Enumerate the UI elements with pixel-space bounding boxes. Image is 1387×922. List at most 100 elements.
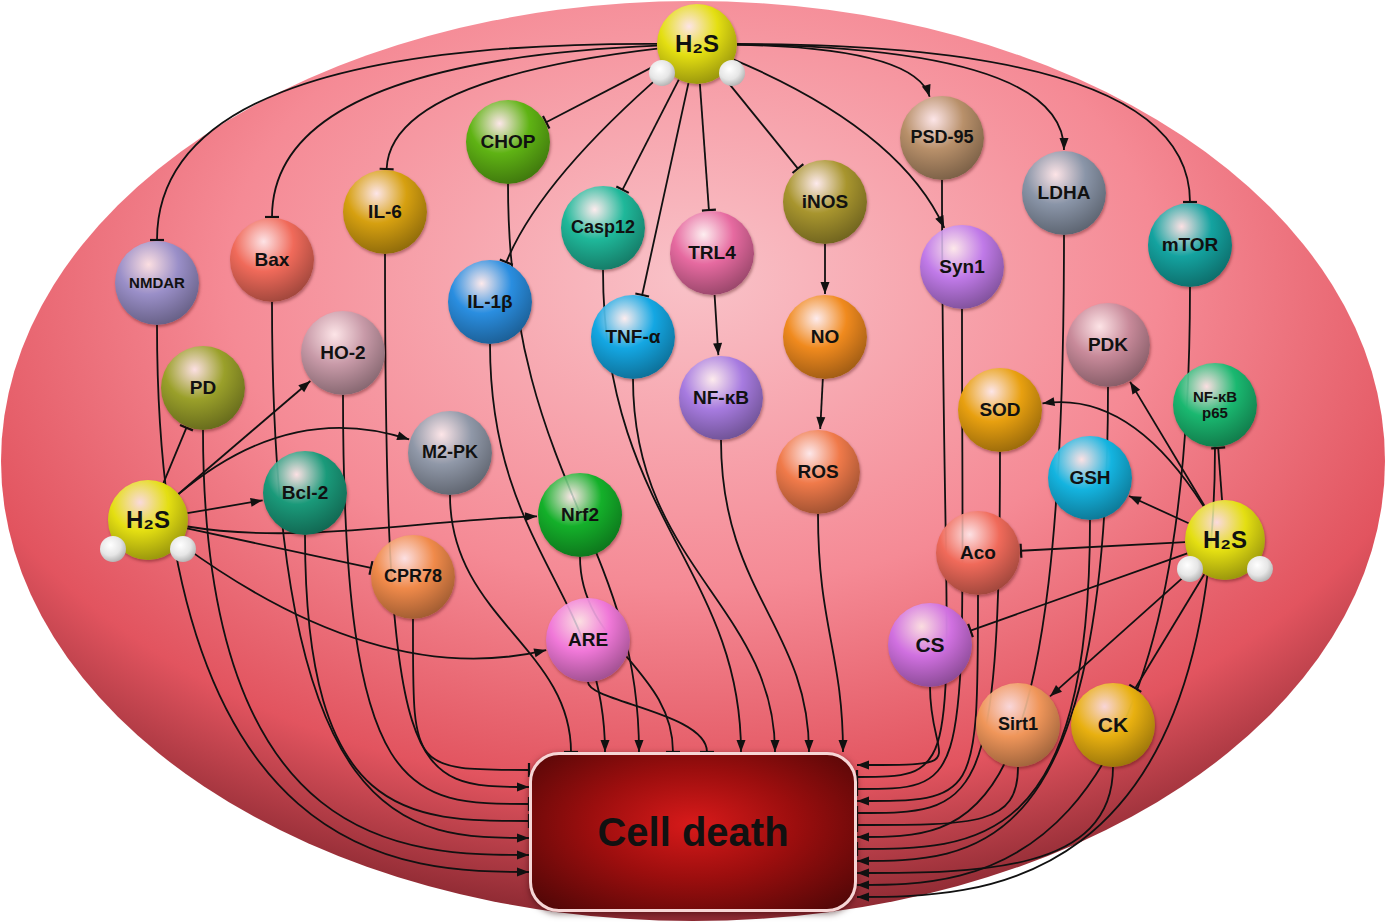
connector [857,235,1064,842]
hydrogen-atom [1177,556,1203,582]
connector-line [1218,448,1222,500]
connector [857,452,1000,820]
hydrogen-atom [719,60,745,86]
connector-line [305,535,529,821]
arrow-head [525,512,537,521]
node-label: HO-2 [320,343,365,364]
connector-line [1050,567,1195,697]
hydrogen-atom [100,536,126,562]
pathway-node: IL-6 [343,170,427,254]
arrow-head [396,431,409,440]
node-label: H₂S [1203,527,1247,553]
hydrogen-atom [649,60,675,86]
arrow-head [857,761,869,770]
connector [305,535,529,828]
pathway-node: Casp12 [561,186,645,270]
outcome-label: Cell death [597,810,788,855]
node-label: SOD [979,400,1020,421]
connector [343,395,529,811]
node-label: TRL4 [688,243,736,264]
connector-line [857,767,1018,825]
node-label: Bax [255,250,290,271]
pathway-node: Nrf2 [538,473,622,557]
connector-line [163,428,186,483]
arrow-head [517,851,529,860]
node-label: ROS [797,462,838,483]
arrow-head [1129,496,1142,505]
pathway-node: CPR78 [371,535,455,619]
pathway-node: CS [888,603,972,687]
pathway-node: NMDAR [115,241,199,325]
connector [180,544,546,659]
h2s-molecule: H₂S [657,4,737,84]
node-label: CPR78 [384,567,442,587]
node-label: NMDAR [129,275,185,292]
connector [203,430,529,860]
pathway-node: M2-PK [408,411,492,495]
connector-line [343,395,529,804]
connector [616,80,678,193]
pathway-node: CK [1071,683,1155,767]
node-label: M2-PK [422,443,478,463]
arrow-head [821,282,830,294]
pathway-node: PDK [1066,303,1150,387]
node-label: IL-1β [467,292,512,313]
arrow-head [517,783,529,792]
connector [543,62,662,128]
pathway-node: GSH [1048,436,1132,520]
arrow-head [857,857,869,866]
connector [857,447,1215,902]
arrow-head [857,881,869,890]
connector [737,45,931,97]
node-label: Sirt1 [998,715,1038,735]
node-label: H₂S [675,31,719,57]
connector [508,184,644,752]
connector [722,75,803,173]
h2s-molecule: H₂S [108,480,188,560]
pathway-node: SOD [958,368,1042,452]
pathway-node: ROS [776,430,860,514]
connector [187,512,537,533]
arrow-head [771,740,780,752]
node-label: PD [190,378,216,399]
connector [187,498,262,513]
arrow-head [737,740,746,752]
arrow-head [1050,685,1062,696]
connector-line [623,80,679,190]
connector-line [737,45,930,97]
connector-line [857,235,1064,837]
pathway-node: mTOR [1148,203,1232,287]
connector-line [857,687,939,765]
arrow-head [250,498,263,507]
node-label: Syn1 [939,257,984,278]
h2s-molecule: H₂S [1185,500,1265,580]
node-label: NO [811,327,840,348]
pathway-node: PD [161,346,245,430]
node-label: CHOP [481,132,536,153]
connector [413,619,529,777]
node-label: NF-κB [693,388,749,409]
connector [818,514,848,752]
connector-line [857,447,1215,897]
node-label: CS [915,633,944,656]
connector [857,595,978,806]
node-label: NF-κB p65 [1184,389,1246,422]
node-label: Nrf2 [561,505,599,526]
connector [857,767,1018,832]
node-label: iNOS [802,192,848,213]
connector [272,302,529,843]
pathway-node: IL-1β [448,260,532,344]
connector-line [588,682,707,752]
connector-line [1135,574,1204,688]
connector-line [857,595,978,801]
pathway-node: Aco [936,511,1020,595]
connector [163,425,193,483]
arrow-head [601,740,610,752]
arrow-head [298,381,310,392]
connector-line [857,287,1190,885]
connector-line [700,84,709,210]
pathway-node: Syn1 [920,225,1004,309]
pathway-node: NF-κB p65 [1173,363,1257,447]
pathway-node: TNF-α [591,295,675,379]
arrow-head [1130,382,1140,395]
